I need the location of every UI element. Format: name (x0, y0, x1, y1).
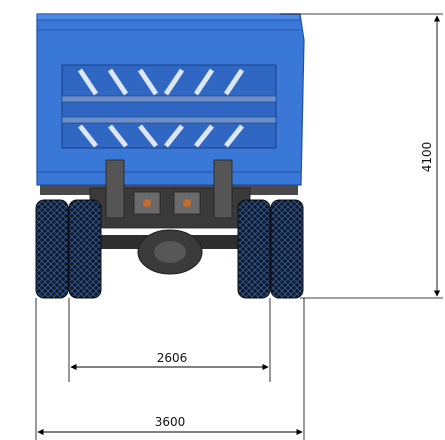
height-dimension-label: 4100 (420, 142, 434, 173)
left-outer-tire (35, 199, 69, 299)
track-width-dimension: 2606 (68, 298, 271, 382)
right-inner-tire (237, 199, 271, 299)
chassis (40, 159, 298, 275)
left-inner-tire (68, 199, 102, 299)
track-width-label: 2606 (157, 351, 188, 365)
dump-body (36, 13, 305, 186)
overall-width-dimension: 3600 (35, 298, 305, 440)
height-dimension: 4100 (280, 13, 443, 299)
overall-width-label: 3600 (155, 415, 186, 429)
tailgate-grille (61, 64, 277, 149)
right-outer-tire (270, 199, 304, 299)
